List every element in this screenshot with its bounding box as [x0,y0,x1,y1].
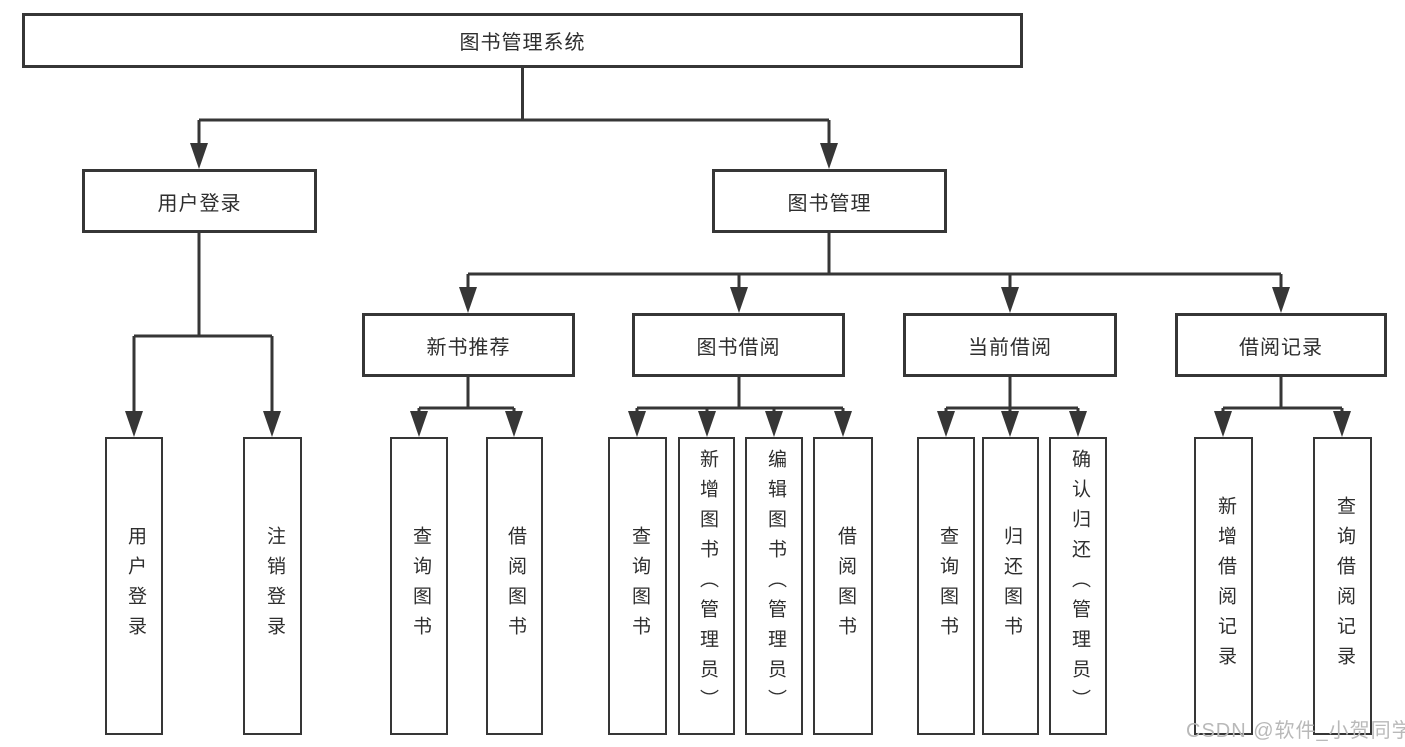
leaf-query-books-recommend: 查询图书 [390,437,448,735]
arrowhead [1214,411,1232,437]
arrowhead [834,411,852,437]
arrowhead [1001,287,1019,313]
arrowhead [1069,411,1087,437]
arrowhead [190,143,208,169]
node-book-borrowing: 图书借阅 [632,313,845,377]
connector-book-management-to-level3 [466,233,1283,294]
leaf-user-login: 用户登录 [105,437,163,735]
leaf-return-books: 归还图书 [982,437,1039,735]
connector-book-borrow-to-leaves [635,377,845,418]
arrowhead [1001,411,1019,437]
connector-user-login-to-leaves [132,233,274,418]
leaf-query-borrow-record: 查询借阅记录 [1313,437,1372,735]
arrowheads [125,143,1351,437]
arrowhead [1272,287,1290,313]
connector-root-to-level2 [197,68,831,150]
node-user-login: 用户登录 [82,169,317,233]
arrowhead [263,411,281,437]
arrowhead [125,411,143,437]
arrowhead [505,411,523,437]
arrowhead [459,287,477,313]
node-book-management: 图书管理 [712,169,947,233]
arrowhead [937,411,955,437]
node-borrowing-records: 借阅记录 [1175,313,1387,377]
leaf-logout: 注销登录 [243,437,302,735]
arrowhead [698,411,716,437]
leaf-confirm-return-admin: 确认归还（管理员） [1049,437,1107,735]
node-library-management-system: 图书管理系统 [22,13,1023,68]
leaf-borrow-books: 借阅图书 [813,437,873,735]
connector-new-book-to-leaves [417,377,516,418]
leaf-query-books-current: 查询图书 [917,437,975,735]
leaf-borrow-books-recommend: 借阅图书 [486,437,543,735]
node-current-borrowing: 当前借阅 [903,313,1117,377]
arrowhead [628,411,646,437]
leaf-edit-book-admin: 编辑图书（管理员） [745,437,803,735]
arrowhead [820,143,838,169]
arrowhead [730,287,748,313]
leaf-add-borrow-record: 新增借阅记录 [1194,437,1253,735]
connector-borrow-records-to-leaves [1221,377,1344,418]
arrowhead [410,411,428,437]
leaf-add-book-admin: 新增图书（管理员） [678,437,735,735]
arrowhead [1333,411,1351,437]
csdn-watermark: CSDN @软件_小贺同学 [1186,720,1405,742]
node-new-book-recommendation: 新书推荐 [362,313,575,377]
leaf-query-books-borrow: 查询图书 [608,437,667,735]
arrowhead [765,411,783,437]
